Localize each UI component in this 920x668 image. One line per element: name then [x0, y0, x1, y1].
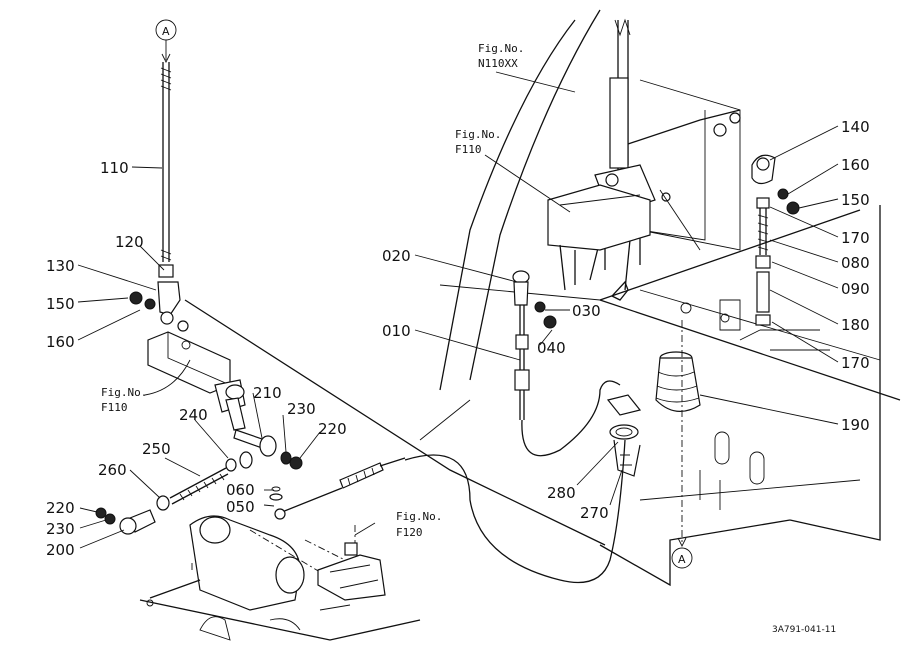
callout-220-upper: 220 [318, 420, 347, 438]
callout-010: 010 [382, 322, 411, 340]
drawing-code: 3A791-041-11 [772, 625, 836, 635]
figref-n110xx-id: N110XX [478, 57, 518, 70]
callout-090: 090 [841, 280, 870, 298]
callout-030: 030 [572, 302, 601, 320]
nut-150-left [129, 291, 143, 305]
callout-190: 190 [841, 416, 870, 434]
figref-f110-top-id: F110 [455, 143, 482, 156]
callout-180: 180 [841, 316, 870, 334]
callout-080: 080 [841, 254, 870, 272]
nut-220-upper [289, 456, 303, 470]
leader-lines [77, 71, 839, 549]
figref-f110-left-label: Fig.No. [101, 386, 147, 399]
callout-240: 240 [179, 406, 208, 424]
callout-230-lower: 230 [46, 520, 75, 538]
washer-230-lower [104, 513, 116, 525]
nut-030 [534, 301, 546, 313]
figure-references: Fig.No. N110XX Fig.No. F110 Fig.No. F110… [101, 42, 524, 539]
connector-a-bottom-label: A [678, 553, 686, 566]
figref-f110-top-label: Fig.No. [455, 128, 501, 141]
callout-060: 060 [226, 481, 255, 499]
figref-n110xx-label: Fig.No. [478, 42, 524, 55]
callout-040: 040 [537, 339, 566, 357]
callout-210: 210 [253, 384, 282, 402]
nut-040 [543, 315, 557, 329]
nut-160-right [777, 188, 789, 200]
cable-bracket-f120 [317, 542, 386, 601]
callout-170-upper: 170 [841, 229, 870, 247]
long-rod-110 [129, 62, 189, 332]
callout-140: 140 [841, 118, 870, 136]
washer-220-lower [95, 507, 107, 519]
threaded-rod-250 [95, 451, 253, 535]
callout-170-lower: 170 [841, 354, 870, 372]
callout-160-right: 160 [841, 156, 870, 174]
callout-150-right: 150 [841, 191, 870, 209]
bracket-plate [547, 112, 741, 291]
lower-casting [139, 515, 421, 641]
callout-160-left: 160 [46, 333, 75, 351]
callout-280: 280 [547, 484, 576, 502]
callout-220-lower: 220 [46, 499, 75, 517]
nut-160-left [144, 298, 156, 310]
callout-260: 260 [98, 461, 127, 479]
callout-270: 270 [580, 504, 609, 522]
cable-rod-end-assembly [512, 270, 629, 457]
connector-a-top: A [155, 19, 177, 64]
nut-150-right [786, 201, 800, 215]
callout-020: 020 [382, 247, 411, 265]
figref-f120-label: Fig.No. [396, 510, 442, 523]
rubber-boot [655, 351, 701, 412]
tractor-body-outline [184, 9, 901, 587]
connector-a-bottom: A [671, 320, 693, 569]
callout-120: 120 [115, 233, 144, 251]
callout-250: 250 [142, 440, 171, 458]
figref-f110-left-id: F110 [101, 401, 128, 414]
figref-f120-id: F120 [396, 526, 423, 539]
callout-130: 130 [46, 257, 75, 275]
callout-200: 200 [46, 541, 75, 559]
callout-110: 110 [100, 159, 129, 177]
callout-numbers: 110 120 130 150 160 240 210 230 220 250 … [46, 118, 870, 559]
callout-230-upper: 230 [287, 400, 316, 418]
callout-050: 050 [226, 498, 255, 516]
callout-150-left: 150 [46, 295, 75, 313]
rod-end-assembly-right [751, 154, 800, 326]
washer-230-upper [280, 451, 292, 465]
connector-a-top-label: A [162, 25, 170, 38]
control-cable [269, 439, 626, 584]
cable-boot-lower [606, 394, 642, 477]
shaft-and-bushings [233, 429, 303, 470]
